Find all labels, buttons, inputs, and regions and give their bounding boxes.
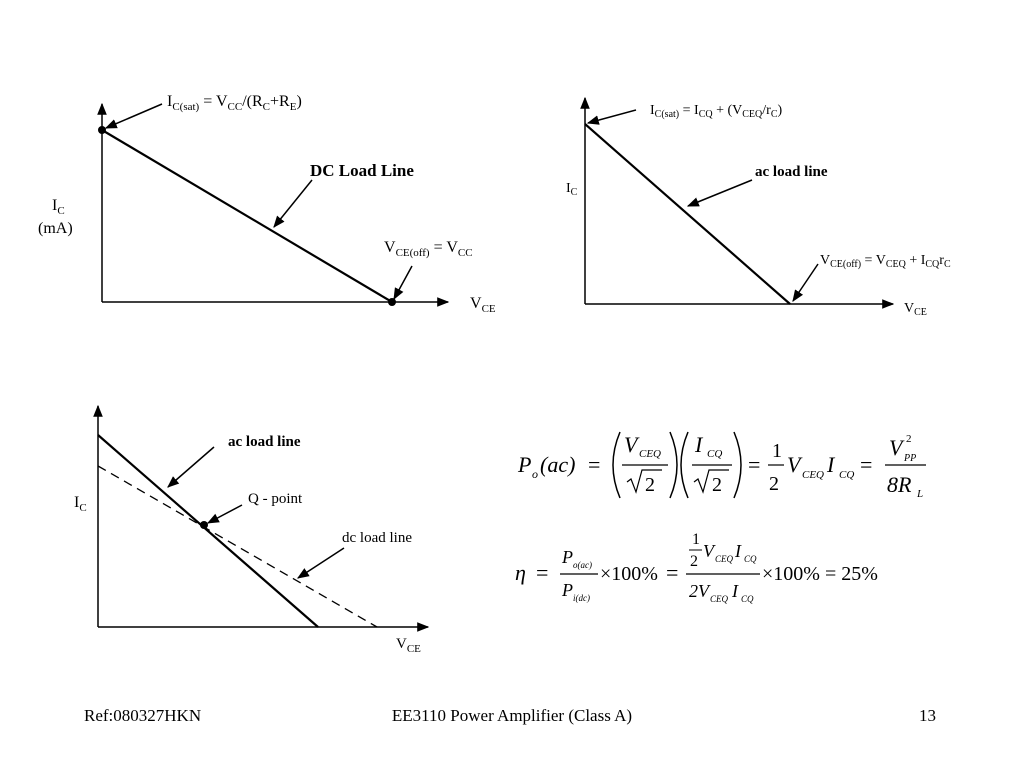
fig3-dc-arrow [296,547,345,579]
eq1-equals-3: = [860,452,872,477]
fig3-x-label: VCE [396,636,421,655]
eq2-half-num: 1 [692,531,700,548]
eq2-equals-1: = [536,560,548,585]
footer-reference: Ref:080327HKN [84,706,202,725]
eq1-sqrt-2 [693,469,729,494]
eq1-paren-left-1 [612,431,621,499]
figure-ac-load-line: IC(sat) = ICQ + (VCEQ/rC) ac load line I… [566,96,951,318]
fig1-ic-sat-point [98,126,106,134]
fig1-dc-load-line [101,129,393,303]
fig2-ic-sat-arrow [586,109,637,125]
fig3-dc-load-line [97,465,378,628]
fig1-vce-off-label: VCE(off) = VCC [384,239,473,259]
eq1-I: I [694,432,704,457]
eq2-half-den: 2 [690,553,698,570]
fig2-y-label: IC [566,181,578,198]
fig1-ic-sat-label: IC(sat) = VCC/(RC+RE) [167,93,302,113]
fig3-ac-load-line [97,434,319,628]
fig1-y-unit: (mA) [38,220,73,237]
fig2-load-line-arrow [686,179,753,207]
eq1-PP-sub: PP [903,453,916,464]
eq2-CEQ-sub-num: CEQ [715,554,734,564]
fig1-x-label: VCE [470,295,496,315]
fig3-y-label: IC [74,494,87,514]
eq2-Po: P [561,547,573,567]
eq1-I2: I [826,452,836,477]
eq1-o-sub: o [532,467,538,481]
eq2-times100-1: ×100% [600,563,658,585]
eq1-sqrt-2-value: 2 [712,474,722,496]
eq2-oac-sub: o(ac) [573,560,592,570]
figure-dc-load-line: IC(sat) = VCC/(RC+RE) DC Load Line IC (m… [38,93,496,315]
eq1-sqrt-1-value: 2 [645,474,655,496]
eq1-CEQ-sub-2: CEQ [802,469,824,481]
eq1-equals-2: = [748,452,760,477]
eq2-equals-2: = [666,560,678,585]
figure-q-point: ac load line Q - point dc load line IC V… [74,404,430,655]
eq2-idc-sub: i(dc) [573,593,590,603]
fig1-vce-off-arrow [393,265,413,301]
eq2-Pi: P [561,580,573,600]
eq1-square: 2 [906,433,912,445]
fig1-load-line-arrow [273,179,313,228]
eq1-V2: V [787,452,803,477]
equation-efficiency: η = P o(ac) P i(dc) ×100% = 1 2 V CEQ I … [515,531,878,604]
eq2-CQ-sub-num: CQ [744,554,757,564]
fig1-vce-off-point [388,298,396,306]
fig3-q-arrow [206,504,243,524]
eq2-CQ-sub-den: CQ [741,594,754,604]
eq1-equals-1: = [588,452,600,477]
fig2-ac-load-line [584,123,791,305]
eq1-ac: (ac) [540,452,575,477]
fig3-q-label: Q - point [248,491,303,507]
eq1-P: P [517,452,531,477]
eq2-2V-den: 2V [689,581,711,601]
fig1-y-label: IC [52,197,65,217]
eq1-half-den: 2 [769,473,779,495]
eq2-eta: η [515,560,526,585]
eq1-8RL: 8R [887,472,912,497]
fig2-x-label: VCE [904,301,927,318]
equation-output-power: P o (ac) = V CEQ 2 I CQ 2 = 1 2 V CEQ I … [517,431,926,500]
fig2-load-line-label: ac load line [755,164,828,180]
eq1-V: V [624,432,640,457]
eq1-sqrt-1 [626,469,662,494]
eq2-I-num: I [734,541,742,561]
eq1-CEQ-sub: CEQ [639,448,661,460]
footer-page-number: 13 [919,706,936,725]
fig2-vce-off-label: VCE(off) = VCEQ + ICQrC [820,253,951,270]
eq2-CEQ-sub-den: CEQ [710,594,729,604]
eq2-I-den: I [731,581,739,601]
eq1-half-num: 1 [772,440,782,462]
eq1-paren-right-1 [669,431,678,499]
fig3-dc-label: dc load line [342,530,412,546]
fig2-vce-off-arrow [792,263,819,302]
eq1-paren-right-2 [733,431,742,499]
eq2-V-num: V [703,541,716,561]
eq1-paren-left-2 [680,431,689,499]
eq1-CQ-sub-2: CQ [839,469,854,481]
eq1-CQ-sub: CQ [707,448,722,460]
footer-course-title: EE3110 Power Amplifier (Class A) [391,706,633,725]
fig1-ic-sat-arrow [104,103,163,129]
eq1-L-sub: L [916,488,923,500]
fig3-ac-label: ac load line [228,434,301,450]
eq1-Vpp: V [889,435,905,460]
fig2-ic-sat-label: IC(sat) = ICQ + (VCEQ/rC) [650,103,783,120]
fig3-q-point [200,521,208,529]
eq2-result: ×100% = 25% [762,563,878,585]
fig1-load-line-label: DC Load Line [310,161,414,180]
fig3-ac-arrow [167,446,215,488]
